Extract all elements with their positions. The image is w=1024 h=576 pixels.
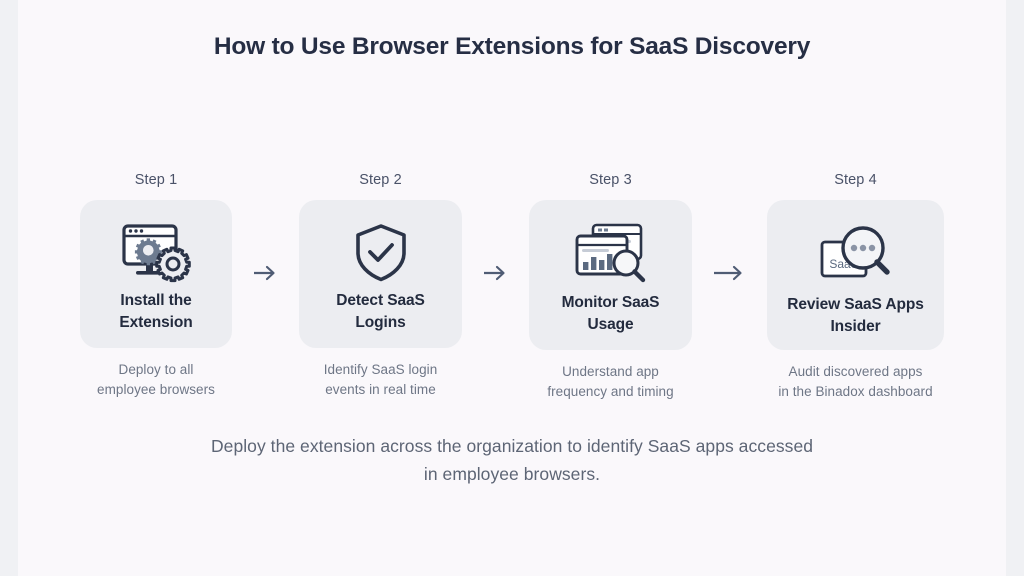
bottom-caption: Deploy the extension across the organiza… [0,432,1024,488]
step-card-4[interactable]: SaaS Review SaaS Apps Insider [767,200,944,350]
step-card-title-4-line2: Insider [830,318,881,335]
step-description-1: Deploy to all employee browsers [97,360,215,399]
step-description-2-line1: Identify SaaS login [323,362,438,377]
step-description-4-line2: in the Binadox dashboard [778,383,933,399]
step-card-title-3-line1: Monitor SaaS [561,294,660,311]
bottom-caption-line1: Deploy the extension across the organiza… [210,436,814,456]
step-card-3[interactable]: Monitor SaaS Usage [529,200,692,350]
steps-row: Step 1 [80,172,944,401]
step-column-4: Step 4 SaaS Review [767,172,944,401]
step-card-title-2-line1: Detect SaaS [336,292,425,309]
step-description-1-line2: employee browsers [97,381,215,397]
page-title: How to Use Browser Extensions for SaaS D… [213,33,811,60]
step-description-4: Audit discovered apps in the Binadox das… [778,362,932,401]
step-card-title-3-line2: Usage [587,316,634,333]
monitor-gears-icon [120,222,192,284]
bottom-caption-line2: in employee browsers. [423,464,601,484]
step-card-1[interactable]: Install the Extension [80,200,232,348]
step-description-2: Identify SaaS login events in real time [324,360,438,399]
step-card-title-3: Monitor SaaS Usage [562,292,660,336]
step-card-2[interactable]: Detect SaaS Logins [299,200,462,348]
step-description-3-line1: Understand app [562,364,659,379]
step-card-title-4: Review SaaS Apps Insider [787,294,924,338]
step-label-3: Step 3 [589,172,632,188]
step-column-3: Step 3 [529,172,692,401]
step-description-4-line1: Audit discovered apps [788,364,923,379]
shield-check-icon [353,222,409,284]
step-label-1: Step 1 [134,172,178,188]
step-label-2: Step 2 [359,172,402,188]
step-card-title-1: Install the Extension [119,290,192,334]
step-description-2-line2: events in real time [325,381,436,397]
step-label-4: Step 4 [834,172,877,188]
arrow-step1-to-step2 [253,264,279,282]
left-edge-band [0,0,18,576]
step-card-title-1-line2: Extension [119,314,193,331]
step-column-1: Step 1 [80,172,232,399]
step-description-3-line2: frequency and timing [547,383,674,399]
step-card-title-4-line1: Review SaaS Apps [787,296,924,313]
step-card-title-1-line1: Install the [120,292,192,309]
step-card-title-2-line2: Logins [355,314,406,331]
step-description-3: Understand app frequency and timing [547,362,673,401]
step-card-title-2: Detect SaaS Logins [336,290,425,334]
dashboard-chart-search-icon [573,222,649,286]
saas-document-magnifier-icon: SaaS [818,222,894,288]
step-column-2: Step 2 Detect SaaS Logins Identify SaaS … [299,172,462,399]
arrow-step2-to-step3 [483,264,509,282]
arrow-step3-to-step4 [713,264,747,282]
right-edge-band [1006,0,1024,576]
step-description-1-line1: Deploy to all [118,362,194,377]
